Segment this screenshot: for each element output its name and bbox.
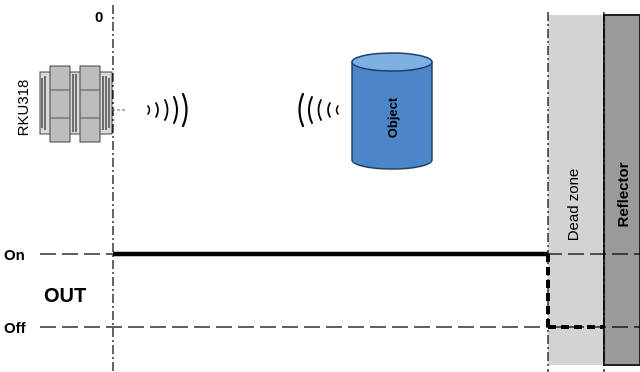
sensor-icon — [39, 65, 125, 143]
on-label: On — [4, 247, 25, 264]
object-label: Object — [385, 97, 400, 138]
sensor-label: RKU318 — [15, 80, 32, 137]
outgoing-sound-waves — [147, 92, 188, 128]
reflector — [603, 14, 640, 366]
origin-label: 0 — [95, 9, 103, 26]
out-label: OUT — [44, 285, 86, 307]
returning-sound-waves — [298, 92, 339, 128]
dead-zone-label: Dead zone — [565, 169, 582, 242]
dead-zone — [548, 15, 604, 365]
object-icon — [351, 52, 433, 170]
reflector-label: Reflector — [615, 162, 632, 227]
off-label: Off — [4, 320, 27, 337]
